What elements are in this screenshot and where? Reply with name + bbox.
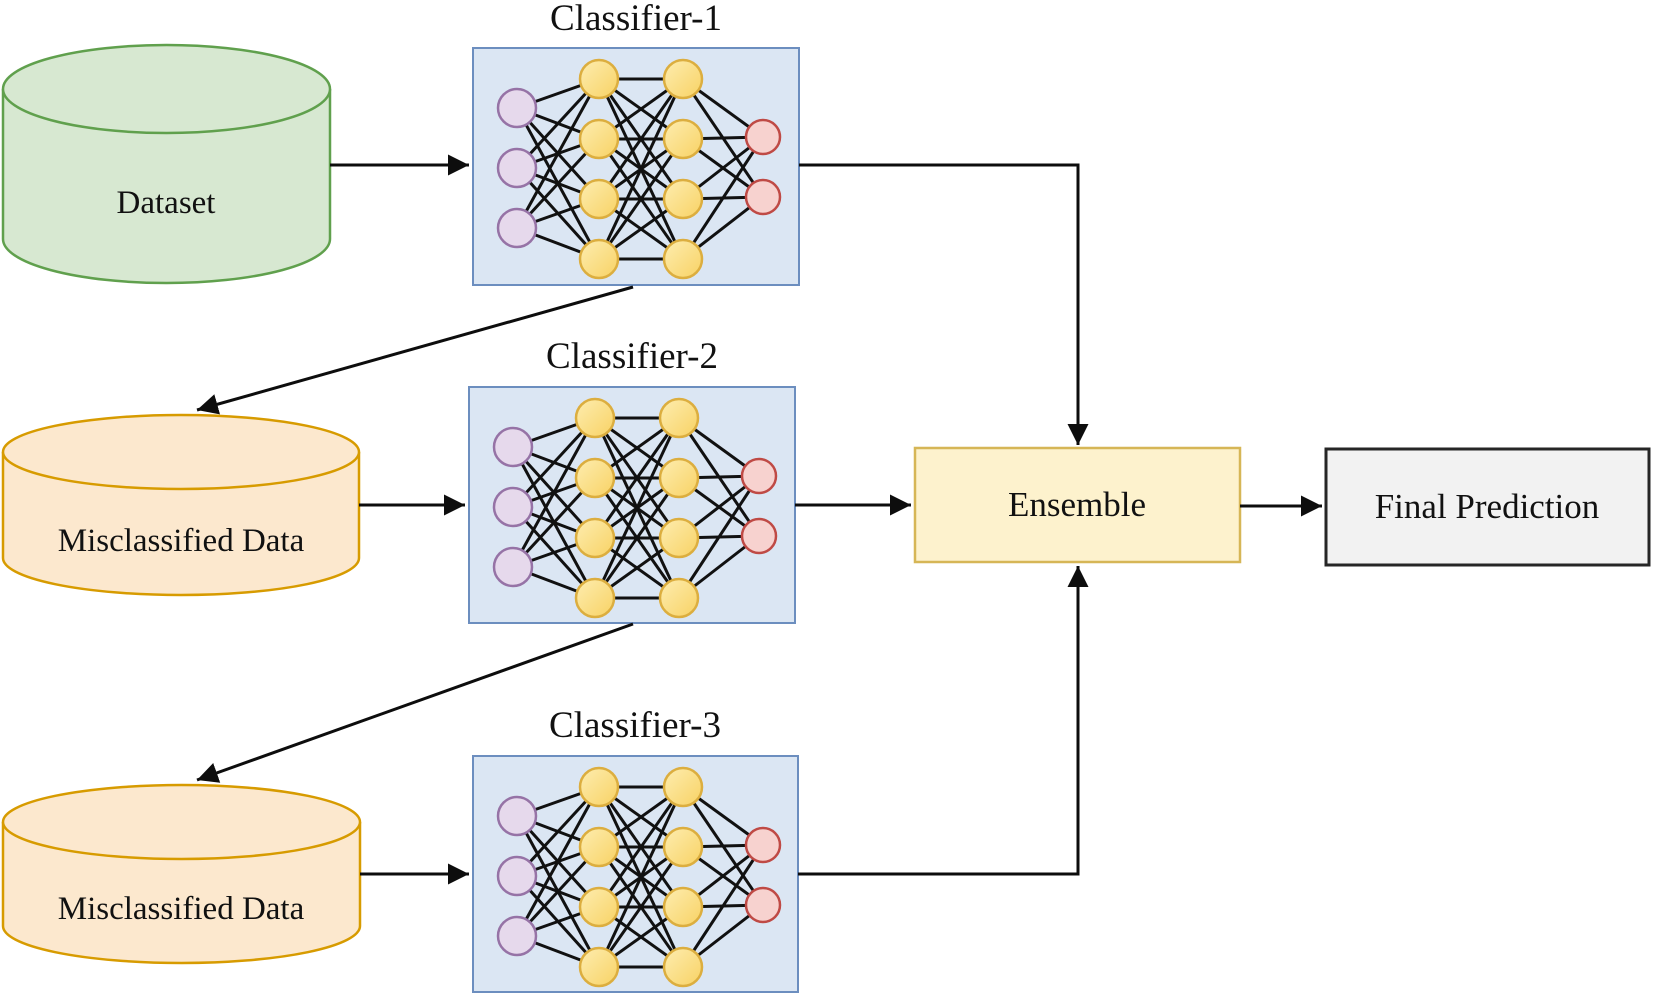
network-edge (681, 136, 765, 260)
network-edge (515, 786, 601, 937)
arrow-classifier2-to-misclassified-data-2 (196, 622, 634, 783)
hidden-node (658, 517, 700, 559)
input-node (496, 915, 538, 957)
classifier3-network (496, 766, 782, 988)
misclassified2-cylinder-body (1, 822, 362, 965)
hidden-node (578, 886, 620, 928)
hidden-node (662, 118, 704, 160)
input-node (496, 855, 538, 897)
hidden-node (662, 946, 704, 988)
classifier2-network (492, 397, 778, 619)
hidden-node (658, 577, 700, 619)
network-edge (593, 417, 681, 599)
input-node (496, 87, 538, 129)
dataset-cylinder-top (1, 43, 332, 135)
input-node (492, 486, 534, 528)
output-node (740, 457, 778, 495)
hidden-node (574, 517, 616, 559)
dataset-cylinder-body (1, 89, 332, 285)
input-node (492, 546, 534, 588)
output-node (740, 517, 778, 555)
network-edge (511, 417, 597, 568)
input-node (496, 147, 538, 189)
final-prediction-box (1324, 447, 1651, 567)
hidden-node (578, 58, 620, 100)
network-edge (593, 477, 681, 599)
hidden-node (578, 766, 620, 808)
network-edge (597, 78, 685, 260)
network-edge (593, 417, 681, 539)
hidden-node (662, 886, 704, 928)
hidden-node (574, 457, 616, 499)
misclassified1-cylinder-body (1, 452, 361, 597)
misclassified2-cylinder-top (1, 783, 362, 861)
hidden-node (578, 178, 620, 220)
output-node (744, 826, 782, 864)
hidden-node (662, 766, 704, 808)
misclassified1-cylinder-top (1, 413, 361, 491)
network-edge (597, 78, 685, 200)
ensemble-box (913, 446, 1242, 564)
arrow-classifier1-to-misclassified-data-1 (196, 285, 634, 415)
arrow-classifier1-to-ensemble (799, 163, 1089, 445)
misclassified2-cylinder (1, 783, 362, 965)
input-node (492, 426, 534, 468)
misclassified1-cylinder (1, 413, 361, 597)
classifier1-network (496, 58, 782, 280)
hidden-node (578, 238, 620, 280)
network-edge (597, 846, 685, 968)
hidden-node (578, 946, 620, 988)
network-edge (677, 475, 761, 599)
dataset-cylinder (1, 43, 332, 285)
output-node (744, 886, 782, 924)
hidden-node (578, 118, 620, 160)
hidden-node (662, 58, 704, 100)
network-edge (597, 786, 685, 968)
network-edge (597, 786, 685, 908)
arrow-classifier3-to-ensemble (798, 566, 1089, 876)
output-node (744, 178, 782, 216)
network-edge (597, 138, 685, 260)
input-node (496, 207, 538, 249)
hidden-node (658, 397, 700, 439)
hidden-node (662, 826, 704, 868)
hidden-node (574, 577, 616, 619)
hidden-node (574, 397, 616, 439)
input-node (496, 795, 538, 837)
network-edge (681, 844, 765, 968)
hidden-node (578, 826, 620, 868)
hidden-node (662, 238, 704, 280)
output-node (744, 118, 782, 156)
hidden-node (658, 457, 700, 499)
hidden-node (662, 178, 704, 220)
network-edge (515, 78, 601, 229)
